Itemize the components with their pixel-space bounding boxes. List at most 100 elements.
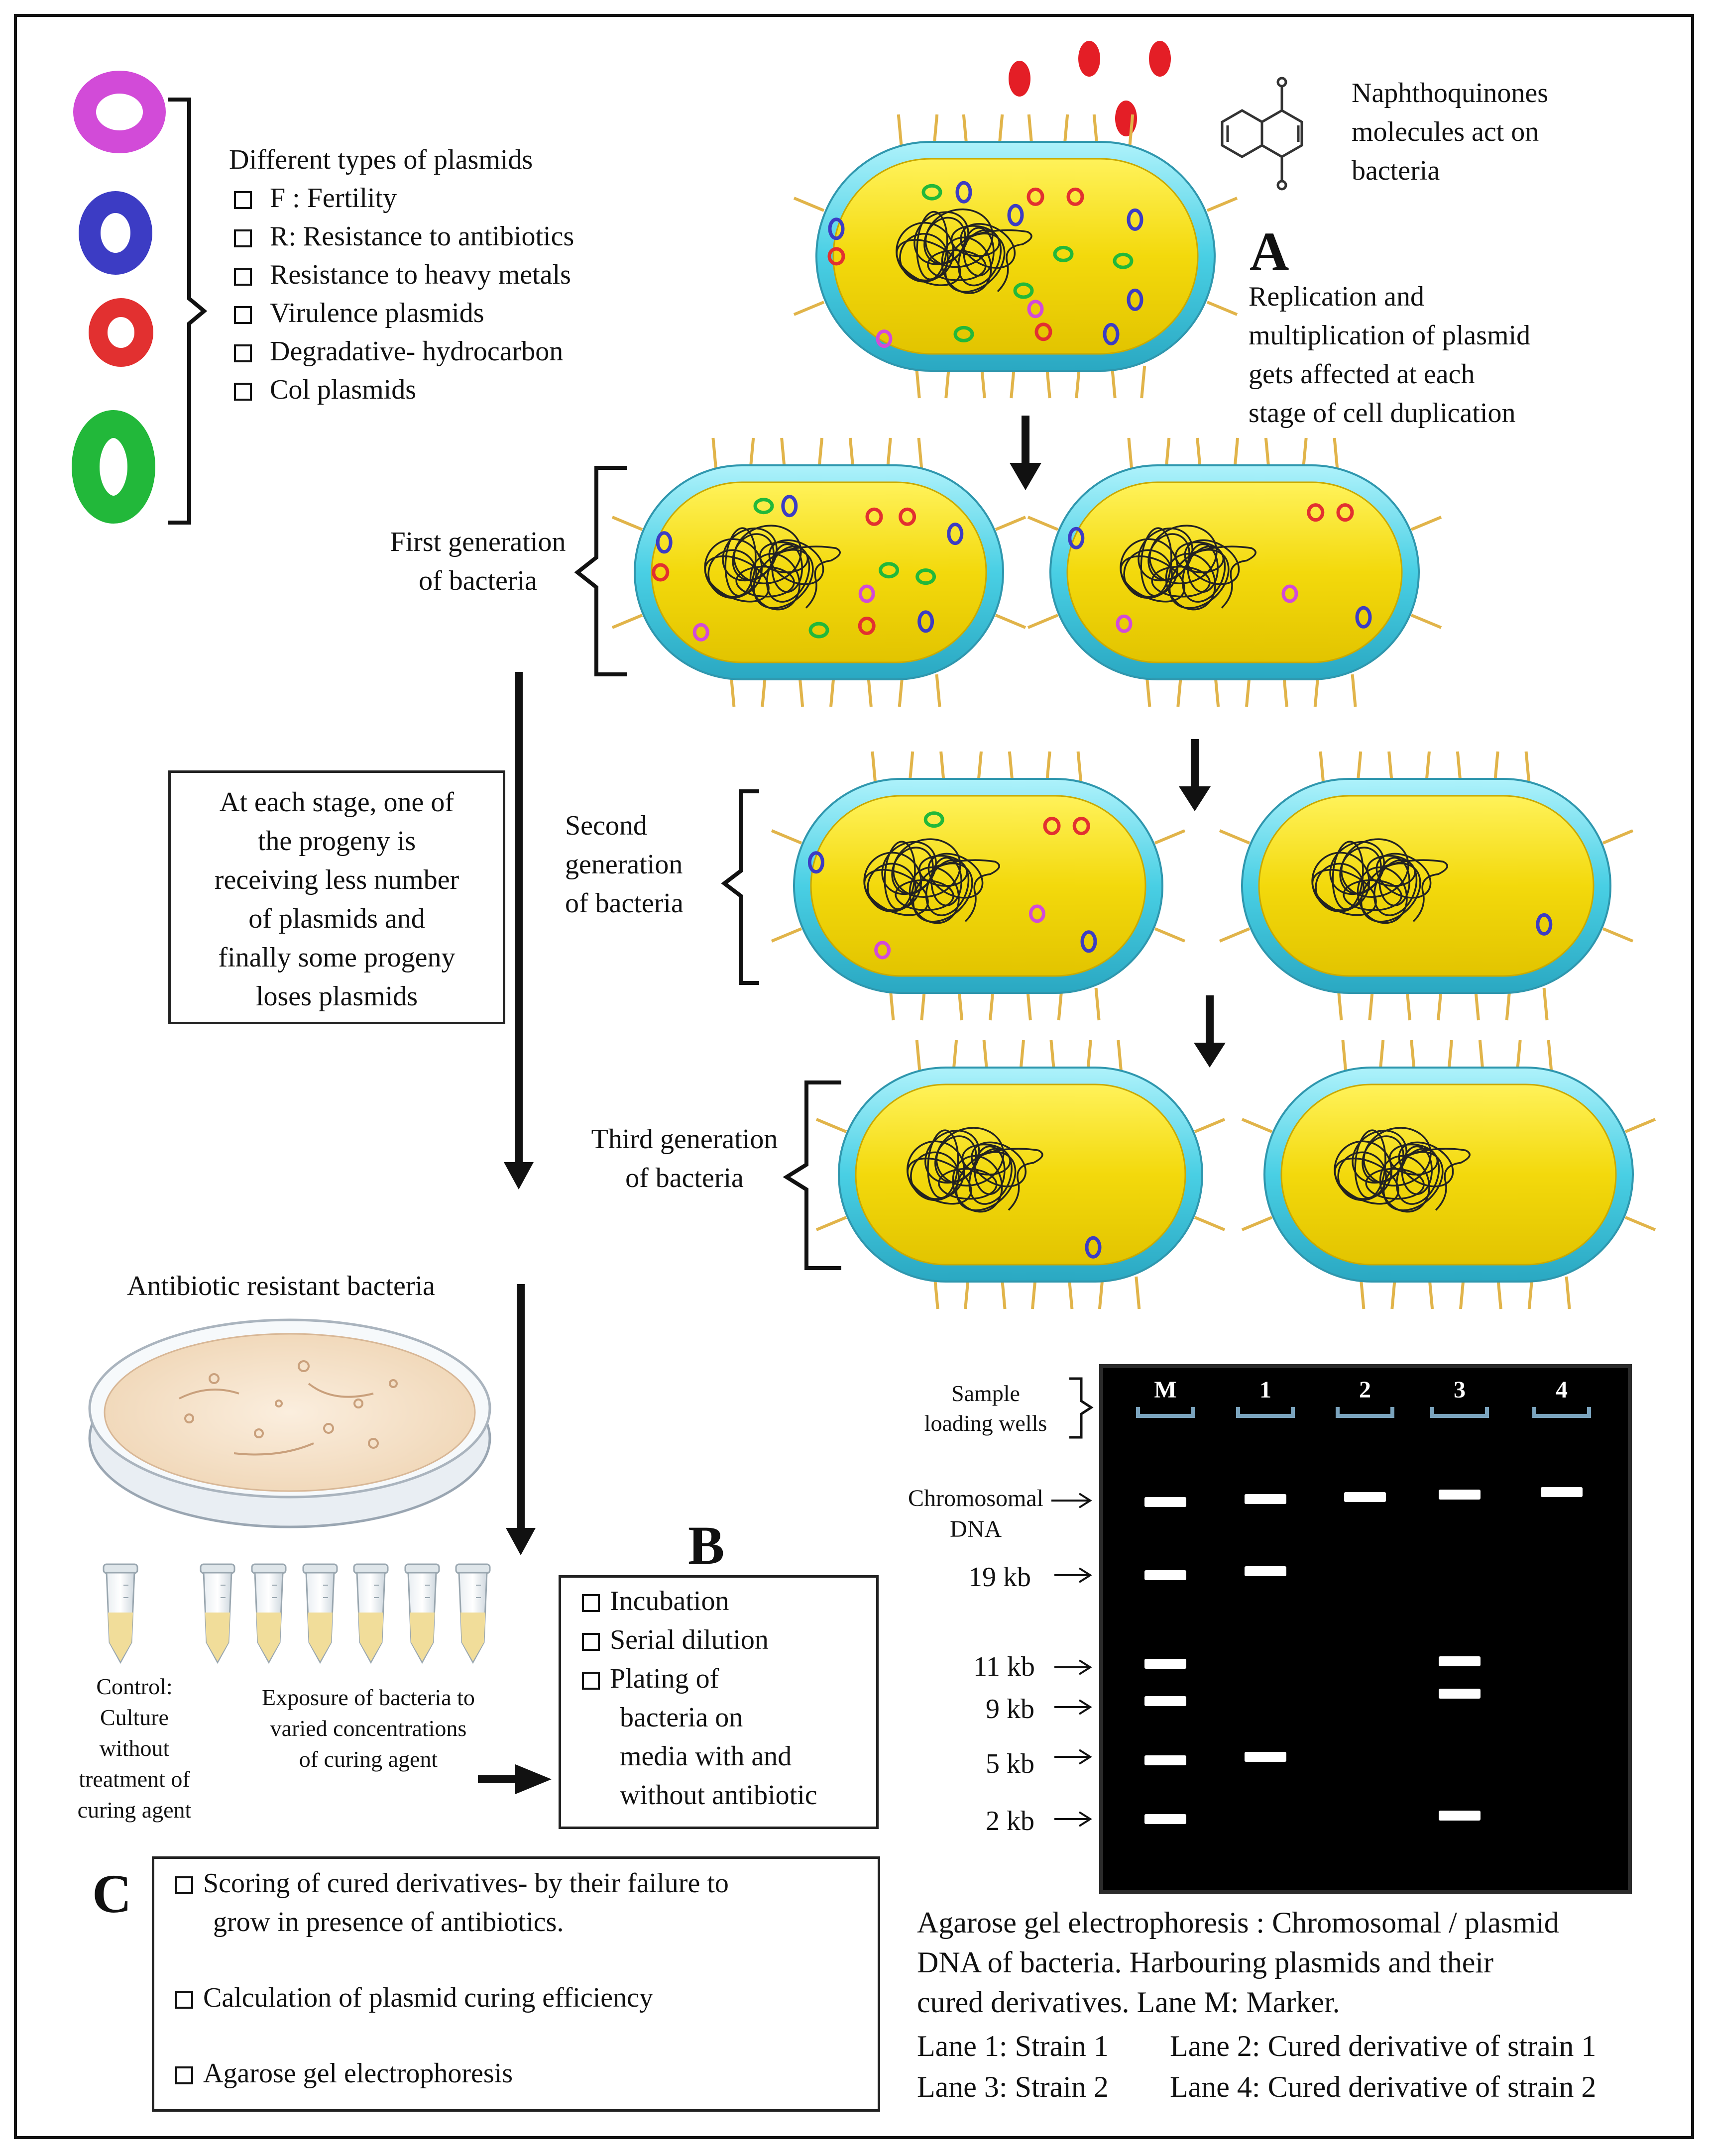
plasmid (652, 563, 670, 582)
control-tube (103, 1563, 138, 1664)
marker-5kb: 5 kb (986, 1748, 1034, 1779)
gel-lane-legend-left: Lane 1: Strain 1 Lane 3: Strain 2 (917, 2030, 1109, 2103)
plasmid (874, 941, 891, 960)
test-tubes (103, 1563, 491, 1664)
plasmid (1007, 204, 1024, 226)
plasmid (828, 217, 845, 240)
exposure-tube (251, 1563, 287, 1664)
dna-band (1439, 1689, 1481, 1699)
gel-image (1099, 1364, 1632, 1894)
plasmid (1307, 503, 1325, 522)
third-generation-label: Third generation of bacteria (591, 1124, 778, 1193)
pink-plasmid-ring (73, 71, 166, 153)
plasmid (879, 562, 900, 579)
parent-cell (793, 114, 1238, 399)
dna-band (1144, 1696, 1186, 1706)
gel-well (1430, 1407, 1489, 1418)
second-gen-cell-left (771, 751, 1186, 1021)
step-item: Calculation of plasmid curing efficiency (175, 1978, 878, 2017)
marker-19kb: 19 kb (968, 1562, 1031, 1593)
plasmid (858, 584, 875, 603)
dna-band (1344, 1492, 1386, 1502)
plasmid (1013, 282, 1034, 299)
blue-plasmid-ring (79, 191, 152, 275)
marker-arrows (1051, 1493, 1092, 1827)
step-item: Serial dilution (582, 1620, 876, 1659)
plasmid (865, 507, 883, 526)
wells-brace (1069, 1377, 1094, 1439)
progeny-note-box: At each stage, one of the progeny is rec… (168, 770, 505, 1024)
box-b-steps: Incubation Serial dilution Plating of ba… (559, 1575, 879, 1829)
dna-band (1144, 1814, 1186, 1824)
gel-well (1336, 1407, 1394, 1418)
third-gen-brace (783, 1080, 841, 1270)
first-gen-cell-right (1027, 437, 1442, 707)
lane-label-3: 3 (1454, 1377, 1466, 1403)
control-label: Control: Culture without treatment of cu… (77, 1674, 192, 1823)
marker-2kb: 2 kb (986, 1806, 1034, 1836)
second-generation-label: Second generation of bacteria (565, 810, 684, 919)
plasmid (808, 622, 829, 639)
gel-caption: Agarose gel electrophoresis : Chromosoma… (917, 1906, 1559, 2019)
marker-11kb: 11 kb (973, 1651, 1035, 1682)
marker-9kb: 9 kb (986, 1694, 1034, 1725)
plasmid (1103, 323, 1120, 345)
plasmid (1085, 1236, 1102, 1259)
dna-band (1144, 1659, 1186, 1669)
plasmid (953, 325, 974, 342)
figure-border (14, 14, 1694, 2139)
step-item: Agarose gel electrophoresis (175, 2054, 878, 2093)
exposure-tube (353, 1563, 389, 1664)
chromosome-dna (1334, 1127, 1471, 1213)
gel-wells (1136, 1407, 1591, 1418)
step-item: Plating of (582, 1659, 876, 1698)
plasmid (921, 184, 942, 201)
plasmid (807, 851, 824, 874)
dna-band (1439, 1656, 1481, 1666)
third-gen-cell-left (815, 1040, 1226, 1309)
panel-label-b: B (688, 1515, 725, 1576)
plasmid-type-item: Degradative- hydrocarbon (234, 332, 574, 371)
plasmid (955, 181, 972, 204)
gel-well (1532, 1407, 1591, 1418)
plasmid (753, 498, 774, 515)
plasmid-legend-rings (72, 71, 166, 524)
plasmid (858, 617, 876, 635)
plasmid (1066, 187, 1084, 206)
lane-label-2: 2 (1359, 1377, 1371, 1403)
plasmid (1034, 323, 1052, 341)
dna-band (1245, 1566, 1286, 1576)
plasmid (947, 523, 964, 545)
plasmid (1027, 300, 1044, 319)
plasmid (1281, 584, 1298, 603)
exposure-tube (455, 1563, 491, 1664)
plasmid (1026, 187, 1044, 206)
box-c-steps: Scoring of cured derivatives- by their f… (152, 1856, 880, 2112)
plasmid (1043, 817, 1061, 836)
petri-dish (88, 1318, 491, 1528)
plasmid (1116, 614, 1133, 633)
sample-wells-label: Sample loading wells (924, 1381, 1047, 1436)
dna-band (1144, 1755, 1186, 1765)
exposure-tube (404, 1563, 440, 1664)
antibiotic-resistant-title: Antibiotic resistant bacteria (127, 1271, 435, 1301)
plasmid-type-item: Virulence plasmids (234, 294, 574, 332)
plasmid (781, 495, 798, 518)
exposure-tube (200, 1563, 235, 1664)
chromosome-dna (896, 208, 1032, 294)
plasmid (917, 610, 934, 633)
chromosome-dna (1311, 838, 1448, 924)
gel-well (1136, 1407, 1195, 1418)
plasmid-legend-brace (168, 98, 208, 525)
plasmid (692, 623, 709, 642)
plasmid (1072, 817, 1090, 836)
plasmid-types-list: F : Fertility R: Resistance to antibioti… (234, 179, 574, 409)
plasmid-type-item: F : Fertility (234, 179, 574, 217)
gel-lane-legend-right: Lane 2: Cured derivative of strain 1 Lan… (1170, 2030, 1596, 2103)
plasmid-type-item: R: Resistance to antibiotics (234, 217, 574, 256)
naphthoquinone-label: Naphthoquinones molecules act on bacteri… (1352, 78, 1549, 186)
plasmid (1113, 252, 1134, 269)
plasmid (1127, 208, 1143, 231)
replication-label: Replication and multiplication of plasmi… (1249, 281, 1531, 429)
